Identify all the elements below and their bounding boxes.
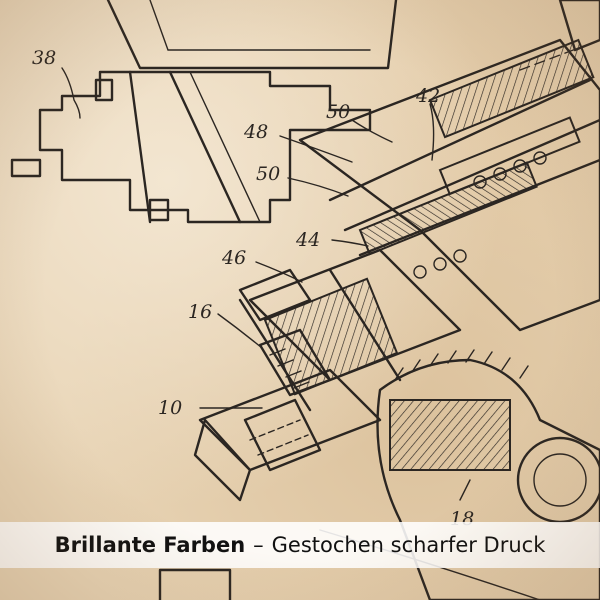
shaft-housing <box>298 0 600 332</box>
ref-42: 42 <box>415 85 440 107</box>
leader-lines <box>61 67 471 501</box>
ref-16: 16 <box>188 301 212 323</box>
motor-assembly <box>10 70 372 224</box>
ref-44: 44 <box>295 229 320 251</box>
top-housing <box>106 0 398 70</box>
gear <box>158 349 600 600</box>
ref-48: 48 <box>243 121 268 143</box>
spindle <box>193 248 462 502</box>
caption-text: Gestochen scharfer Druck <box>271 533 546 557</box>
ref-50-lower: 50 <box>256 163 280 185</box>
worm-thread <box>243 328 332 472</box>
caption-separator: – <box>253 533 264 557</box>
ref-50-upper: 50 <box>326 101 350 123</box>
caption-bold-text: Brillante Farben <box>54 533 246 557</box>
ref-46: 46 <box>221 247 246 269</box>
ref-10: 10 <box>158 397 182 419</box>
ref-38: 38 <box>32 47 56 69</box>
caption-banner: Brillante Farben – Gestochen scharfer Dr… <box>0 522 600 568</box>
